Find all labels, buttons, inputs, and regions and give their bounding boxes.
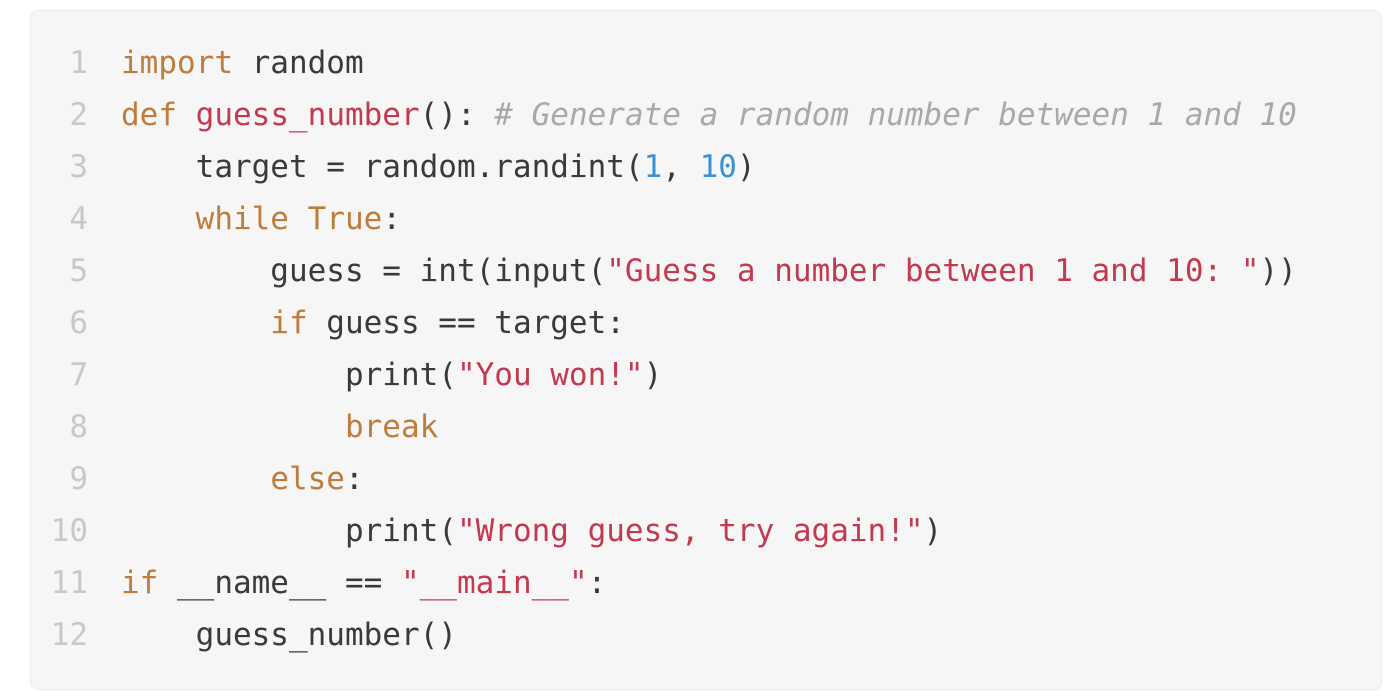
- code-line: 1 import random: [31, 37, 1381, 89]
- token-plain: :: [587, 565, 607, 601]
- line-number: 10: [50, 513, 88, 549]
- code-text: target = random.randint(1, 10): [121, 141, 756, 193]
- code-text: guess_number(): [121, 609, 457, 661]
- code-line: 4 while True:: [31, 193, 1381, 245]
- token-plain: ): [643, 357, 663, 393]
- token-keyword: else: [270, 461, 345, 497]
- code-text: def guess_number(): # Generate a random …: [121, 89, 1297, 141]
- line-number: 8: [69, 409, 88, 445]
- token-plain: print(: [121, 357, 457, 393]
- token-keyword: True: [307, 201, 383, 237]
- code-line: 8 break: [31, 401, 1381, 453]
- code-line: 10 print("Wrong guess, try again!"): [31, 505, 1381, 557]
- code-text: break: [121, 401, 438, 453]
- token-plain: ): [923, 513, 943, 549]
- token-keyword: def: [121, 97, 177, 133]
- token-number: 10: [699, 149, 737, 185]
- token-keyword: if: [121, 565, 159, 601]
- code-text: while True:: [121, 193, 401, 245]
- token-plain: [121, 461, 270, 497]
- line-number: 12: [50, 617, 88, 653]
- token-plain: ): [736, 149, 756, 185]
- token-plain: ,: [662, 149, 700, 185]
- token-keyword: if: [270, 305, 308, 341]
- token-plain: [121, 305, 270, 341]
- token-string: "Guess a number between 1 and 10: ": [606, 253, 1260, 289]
- token-plain: :: [382, 201, 401, 237]
- code-line: 12 guess_number(): [31, 609, 1381, 661]
- token-plain: guess_number(): [121, 617, 457, 653]
- code-line: 6 if guess == target:: [31, 297, 1381, 349]
- code-line: 9 else:: [31, 453, 1381, 505]
- code-text: print("Wrong guess, try again!"): [121, 505, 942, 557]
- token-number: 1: [643, 149, 663, 185]
- line-number: 7: [69, 357, 88, 393]
- code-text: print("You won!"): [121, 349, 662, 401]
- token-keyword: while: [195, 201, 289, 237]
- token-keyword: import: [121, 45, 233, 81]
- code-line: 3 target = random.randint(1, 10): [31, 141, 1381, 193]
- code-line: 5 guess = int(input("Guess a number betw…: [31, 245, 1381, 297]
- line-number: 9: [69, 461, 88, 497]
- token-plain: print(: [121, 513, 457, 549]
- code-line: 11 if __name__ == "__main__":: [31, 557, 1381, 609]
- line-number: 1: [69, 45, 88, 81]
- token-plain: :: [344, 461, 364, 497]
- token-plain: [121, 409, 345, 445]
- line-number: 3: [69, 149, 88, 185]
- line-number: 5: [69, 253, 88, 289]
- line-number: 6: [69, 305, 88, 341]
- token-function: guess_number: [195, 97, 420, 133]
- token-plain: [121, 201, 196, 237]
- token-comment: # Generate a random number between 1 and…: [494, 97, 1297, 133]
- line-number: 11: [50, 565, 88, 601]
- code-text: else:: [121, 453, 364, 505]
- token-keyword: break: [344, 409, 439, 445]
- token-plain: [177, 97, 196, 133]
- line-number: 4: [69, 201, 88, 237]
- code-text: if __name__ == "__main__":: [121, 557, 606, 609]
- token-plain: [289, 201, 308, 237]
- line-number: 2: [69, 97, 88, 133]
- code-lines: 1 import random 2 def guess_number(): # Gen…: [31, 37, 1381, 661]
- token-string: "__main__": [400, 565, 588, 601]
- code-text: if guess == target:: [121, 297, 625, 349]
- token-string: "Wrong guess, try again!": [456, 513, 924, 549]
- token-plain: ():: [419, 97, 495, 133]
- code-text: guess = int(input("Guess a number betwee…: [121, 245, 1297, 297]
- token-plain: guess == target:: [307, 305, 625, 341]
- token-plain: random: [232, 45, 364, 81]
- token-string: "You won!": [456, 357, 644, 393]
- token-plain: target = random.randint(: [121, 149, 644, 185]
- token-plain: __name__ ==: [158, 565, 401, 601]
- code-block: 1 import random 2 def guess_number(): # Gen…: [30, 10, 1382, 690]
- code-text: import random: [121, 37, 364, 89]
- token-plain: guess = int(input(: [121, 253, 607, 289]
- token-plain: )): [1259, 253, 1297, 289]
- code-line: 7 print("You won!"): [31, 349, 1381, 401]
- code-line: 2 def guess_number(): # Generate a random…: [31, 89, 1381, 141]
